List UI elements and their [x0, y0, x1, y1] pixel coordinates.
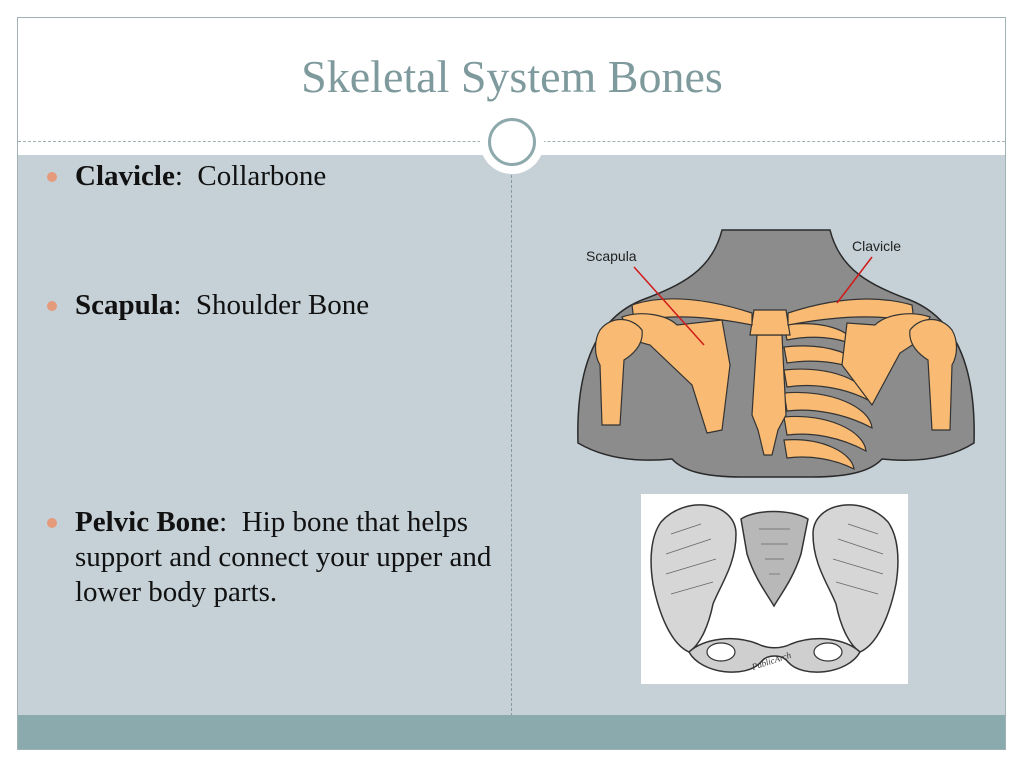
- column-divider: [511, 170, 512, 716]
- sternum: [751, 334, 787, 456]
- label-clavicle: Clavicle: [852, 238, 901, 254]
- bullet-term: Clavicle: [75, 160, 175, 192]
- bullet-sep: :: [219, 506, 242, 538]
- bullet-text: Collarbone: [197, 160, 327, 192]
- bullet-dot-icon: [47, 301, 57, 311]
- ilium-left: [650, 504, 737, 653]
- bullet-text: Shoulder Bone: [195, 289, 370, 321]
- scapula-pointer-line: [633, 266, 705, 346]
- obturator-left: [706, 642, 736, 662]
- bullet-scapula: Scapula: Shoulder Bone: [45, 288, 495, 323]
- pelvis-illustration: PublicArch: [641, 494, 908, 684]
- bullet-term: Scapula: [75, 289, 174, 321]
- scapula-right: [841, 313, 931, 407]
- bullet-pelvic-bone: Pelvic Bone: Hip bone that helps support…: [45, 505, 495, 610]
- circle-ornament: [480, 110, 544, 174]
- footer-bar: [18, 715, 1005, 749]
- manubrium: [749, 309, 791, 336]
- clavicle-pointer-line: [836, 256, 873, 304]
- bullet-dot-icon: [47, 518, 57, 528]
- slide-title: Skeletal System Bones: [301, 51, 723, 102]
- pelvis-shading: [665, 523, 884, 595]
- bullet-dot-icon: [47, 172, 57, 182]
- bullet-term: Pelvic Bone: [75, 506, 220, 538]
- humerus-right: [909, 318, 958, 431]
- circle-ring-icon: [488, 118, 536, 166]
- label-scapula: Scapula: [586, 248, 637, 264]
- bullet-text: Hip bone that helps support and connect …: [75, 506, 492, 608]
- obturator-right: [813, 642, 843, 662]
- bullet-sep: :: [173, 289, 196, 321]
- ilium-right: [812, 504, 899, 653]
- shoulder-skeleton-diagram: Scapula Clavicle: [572, 225, 980, 480]
- humerus-left: [594, 318, 643, 426]
- bullet-sep: :: [174, 160, 198, 192]
- bullet-clavicle: Clavicle: Collarbone: [45, 159, 495, 194]
